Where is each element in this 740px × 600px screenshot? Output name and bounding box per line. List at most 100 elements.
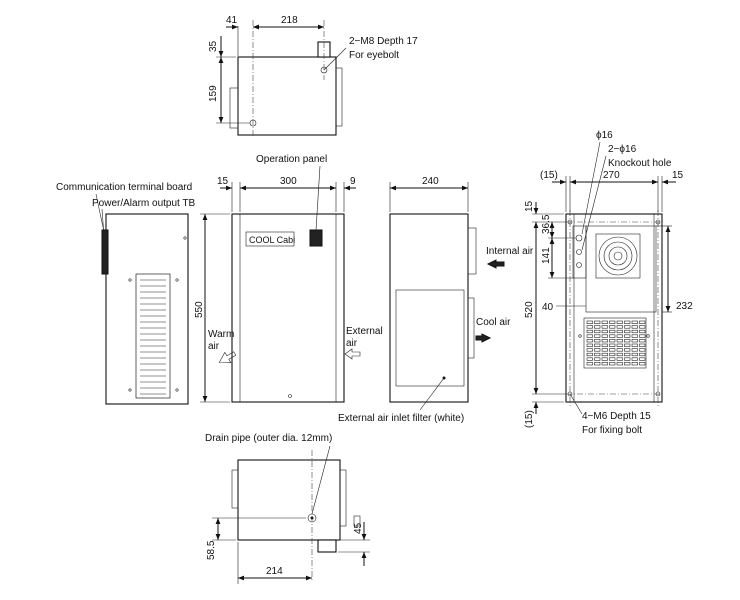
grille-slot xyxy=(639,362,646,366)
grille-slot xyxy=(609,343,616,347)
external-air-inlet-filter xyxy=(395,289,465,387)
grille-slot xyxy=(601,348,608,352)
grille-slot xyxy=(586,329,593,334)
external-air-arrow-icon xyxy=(344,348,361,360)
grille-slot xyxy=(594,348,601,352)
label-power-alarm-tb: Power/Alarm output TB xyxy=(92,198,196,209)
grille-slot xyxy=(631,334,638,338)
label-warm-air: Warm xyxy=(208,329,234,340)
grille-slot xyxy=(594,362,601,366)
grille-slot xyxy=(601,339,608,343)
grille-slot xyxy=(624,339,631,343)
side-vent-grille xyxy=(135,273,171,399)
dim-cut-270: 270 xyxy=(603,170,620,181)
cutout-grille xyxy=(583,317,647,369)
front-view: COOL Cabi Operation panel 15 300 9 550 W… xyxy=(194,154,383,403)
grille-slot xyxy=(639,339,646,343)
brand-logo: COOL Cabi xyxy=(249,235,295,245)
grille-slot xyxy=(616,334,623,338)
grille-slot xyxy=(601,329,608,334)
dim-cut-15-left: (15) xyxy=(540,170,558,181)
grille-slot xyxy=(594,339,601,343)
dim-front-9: 9 xyxy=(350,176,356,187)
grille-slot xyxy=(586,325,593,329)
grille-slot xyxy=(609,325,616,329)
grille-slot xyxy=(639,343,646,347)
label-filter: External air inlet filter (white) xyxy=(338,413,464,424)
label-external-air: External xyxy=(346,326,383,337)
grille-slot xyxy=(624,343,631,347)
grille-slot xyxy=(586,339,593,343)
dim-cut-15-top: 15 xyxy=(524,200,535,212)
fan-icon xyxy=(598,236,638,276)
label-external-air-2: air xyxy=(346,338,358,349)
grille-slot xyxy=(616,362,623,366)
dim-top-41: 41 xyxy=(226,15,238,26)
label-communication-tb: Communication terminal board xyxy=(56,182,192,193)
grille-slot xyxy=(616,357,623,361)
rear-view-outline xyxy=(389,213,469,403)
grille-slot xyxy=(594,325,601,329)
grille-slot xyxy=(624,320,631,324)
grille-slot xyxy=(609,334,616,338)
dim-front-15: 15 xyxy=(217,176,229,187)
grille-slot xyxy=(609,329,616,334)
dim-cut-40: 40 xyxy=(542,302,554,313)
knockout-hole-icon xyxy=(576,249,582,255)
label-operation-panel: Operation panel xyxy=(256,154,327,165)
grille-slot xyxy=(616,352,623,357)
grille-slot xyxy=(624,348,631,352)
grille-slot xyxy=(631,343,638,347)
grille-slot xyxy=(631,352,638,357)
grille-slot xyxy=(631,357,638,361)
dim-cut-141: 141 xyxy=(541,247,552,264)
grille-slot xyxy=(616,339,623,343)
grille-slot xyxy=(594,352,601,357)
grille-slot xyxy=(594,320,601,324)
rear-view: 240 Internal air Cool air External air i… xyxy=(338,176,534,424)
grille-slot xyxy=(631,339,638,343)
dim-top-35: 35 xyxy=(208,40,219,52)
grille-slot xyxy=(631,320,638,324)
grille-slot xyxy=(624,334,631,338)
top-view: 41 218 35 159 2−M8 Depth 17 For eyebolt xyxy=(208,15,418,138)
grille-slot xyxy=(609,352,616,357)
grille-slot xyxy=(616,348,623,352)
grille-slot xyxy=(639,329,646,334)
brand-plate xyxy=(245,231,295,247)
warm-air-arrow-icon xyxy=(218,351,237,364)
note-knockout: Knockout hole xyxy=(608,158,672,169)
grille-slot xyxy=(631,329,638,334)
dim-cut-520: 520 xyxy=(524,301,535,318)
note-fixing-2: For fixing bolt xyxy=(582,425,642,436)
grille-slot xyxy=(594,334,601,338)
grille-slot xyxy=(639,320,646,324)
grille-slot xyxy=(601,334,608,338)
grille-slot xyxy=(586,362,593,366)
top-view-outline xyxy=(237,56,337,136)
grille-slot xyxy=(616,320,623,324)
eyebolt-note: 2−M8 Depth 17 xyxy=(349,36,418,47)
label-cool-air: Cool air xyxy=(476,317,511,328)
grille-slot xyxy=(631,348,638,352)
dim-cut-232: 232 xyxy=(676,301,693,312)
label-internal-air: Internal air xyxy=(486,246,534,257)
label-warm-air-2: air xyxy=(208,341,220,352)
dim-top-218: 218 xyxy=(281,15,298,26)
note-fixing: 4−M6 Depth 15 xyxy=(582,411,651,422)
front-view-outline xyxy=(231,213,345,403)
fan-guard xyxy=(595,233,641,279)
grille-slot xyxy=(586,343,593,347)
side-view: Communication terminal board Power/Alarm… xyxy=(56,182,196,405)
grille-slot xyxy=(609,320,616,324)
grille-slot xyxy=(586,352,593,357)
bottom-view: Drain pipe (outer dia. 12mm) 45 58.5 214 xyxy=(205,433,370,584)
terminal-board xyxy=(101,229,109,275)
grille-slot xyxy=(624,362,631,366)
top-view-right-protrusion xyxy=(335,67,343,127)
grille-slot xyxy=(601,343,608,347)
grille-slot xyxy=(616,329,623,334)
grille-slot xyxy=(624,352,631,357)
top-view-left-protrusion xyxy=(229,87,239,129)
